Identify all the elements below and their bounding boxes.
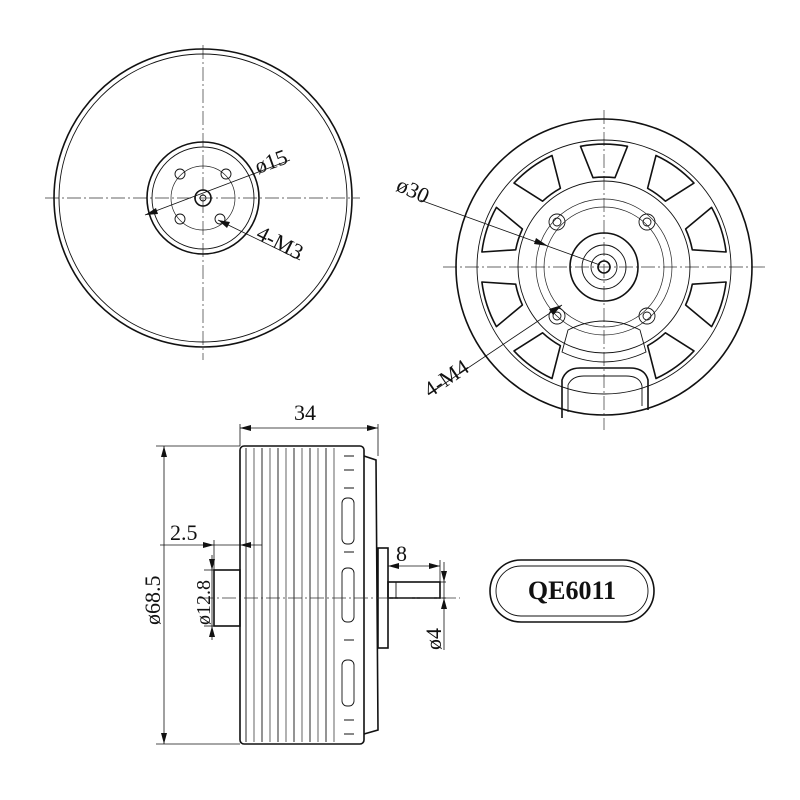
rear-cable-tab <box>561 367 649 418</box>
front-view: ø15 4-M3 <box>45 45 360 360</box>
rear-spoke-window <box>513 332 562 380</box>
model-badge: QE6011 <box>489 559 655 623</box>
front-outer-circle <box>53 48 353 348</box>
side-shaft <box>387 581 441 599</box>
dim-shaft-dia-label: ø4 <box>421 628 446 650</box>
rear-cable-tab-inner <box>567 375 643 412</box>
dim-boss-label: ø12.8 <box>193 580 215 625</box>
dim-shaft-dia-arrow <box>441 598 447 609</box>
rear-view: ø30 4-M4 <box>393 110 765 430</box>
rear-spoke-window <box>513 154 562 202</box>
model-badge-outer <box>489 559 655 623</box>
dim-length-label: 34 <box>294 400 316 425</box>
dim-flange-arrow <box>203 542 214 548</box>
dim-flange-label: 2.5 <box>170 520 198 545</box>
rear-mount-hole <box>638 213 656 231</box>
rear-mount-hole <box>548 213 566 231</box>
rear-lower-pocket <box>561 320 647 363</box>
side-slot-window <box>341 567 355 623</box>
side-slot-ticks <box>344 455 354 735</box>
front-hole-circle-arrow <box>145 208 158 215</box>
rear-hole-circle-arrow <box>534 238 548 246</box>
front-shaft-outer <box>194 189 212 207</box>
rear-spoke-window <box>579 143 629 179</box>
side-fins <box>245 448 335 742</box>
front-mount-hole <box>174 213 186 225</box>
rear-hub-outer <box>569 232 639 302</box>
front-thread-arrow <box>218 220 230 228</box>
dim-boss-arrow <box>209 559 215 570</box>
front-mount-hole <box>174 168 186 180</box>
dim-diameter-arrow <box>161 446 167 457</box>
side-end-cap <box>363 455 379 735</box>
rear-spoke-window <box>481 281 524 328</box>
front-hub-inner <box>151 146 255 250</box>
rear-spoke-window <box>684 281 727 328</box>
front-outer-rim <box>58 53 348 343</box>
front-bolt-circle <box>170 165 236 231</box>
dim-shaft-length-arrow <box>429 563 440 569</box>
rear-mount-hole-inner <box>552 311 562 321</box>
rear-inner-ring <box>543 206 665 328</box>
rear-outer-circle <box>455 118 753 416</box>
rear-thread-leader <box>431 304 563 393</box>
rear-shaft <box>597 260 611 274</box>
dim-shaft-length-label: 8 <box>396 541 407 566</box>
side-view: 34 2.5 ø68.5 ø12.8 8 ø4 <box>140 400 460 745</box>
rear-mount-hole-inner <box>642 217 652 227</box>
rear-hub-inner <box>590 253 618 281</box>
side-slot-window <box>341 497 355 545</box>
rear-hole-circle-leader <box>419 199 601 266</box>
rear-thread-arrow <box>549 305 562 315</box>
front-thread-leader <box>217 219 301 261</box>
side-slot-window <box>341 659 355 707</box>
rear-spoke-window <box>646 154 695 202</box>
rear-spoke-window <box>684 206 727 253</box>
rear-thread-label: 4-M4 <box>419 354 474 402</box>
front-shaft-inner <box>199 194 207 202</box>
dim-length-arrow <box>367 425 378 431</box>
rear-fan-ring <box>476 139 732 395</box>
dim-flange-arrow <box>240 542 251 548</box>
rear-spoke-inner-circle <box>517 180 691 354</box>
dim-shaft-dia-arrow <box>441 571 447 582</box>
dim-diameter-label: ø68.5 <box>140 576 165 626</box>
front-hole-circle-label: ø15 <box>251 144 291 179</box>
front-mount-hole <box>220 168 232 180</box>
front-hub-outer <box>146 141 260 255</box>
rear-bolt-circle <box>535 198 673 336</box>
model-badge-inner <box>495 565 649 617</box>
rear-spoke-window <box>646 332 695 380</box>
rear-spoke-windows <box>481 143 727 380</box>
rear-mount-hole-inner <box>552 217 562 227</box>
front-hole-circle-leader <box>144 159 291 216</box>
rear-mount-hole <box>638 307 656 325</box>
rear-mount-hole-inner <box>642 311 652 321</box>
model-name: QE6011 <box>528 576 616 605</box>
dim-diameter-arrow <box>161 733 167 744</box>
dim-shaft-length-arrow <box>388 563 399 569</box>
rear-hub-mid <box>581 244 627 290</box>
front-mount-hole <box>214 213 226 225</box>
rear-spoke-window <box>481 206 524 253</box>
dim-boss-arrow <box>209 626 215 637</box>
front-thread-label: 4-M3 <box>253 220 308 264</box>
dim-length-arrow <box>240 425 251 431</box>
